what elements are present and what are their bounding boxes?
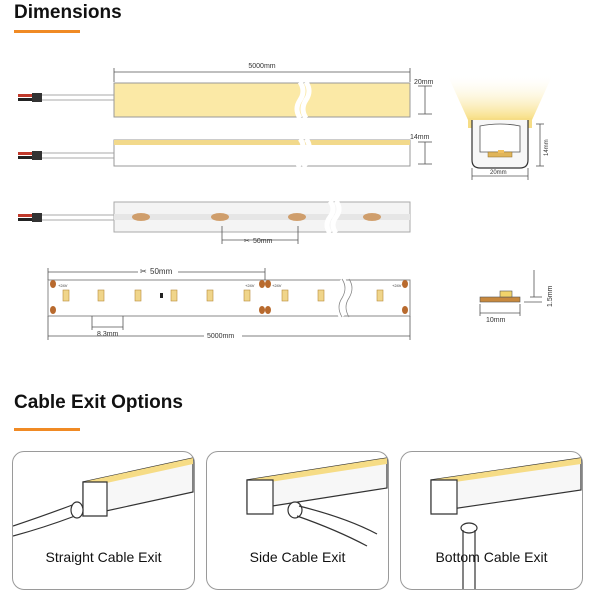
dim-length-5000mm: 5000mm [248,63,275,70]
cable-exit-title: Cable Exit Options [14,392,183,413]
strip-body-20mm [113,82,411,118]
strip-14mm-view: 14mm [18,134,432,169]
cable-exit-title-underline [14,428,80,431]
dim-height-20mm: 20mm [414,79,434,86]
pcb-voltage-label-4: +24V [392,283,402,288]
profile-cross-section: 20mm 14mm [448,76,552,180]
side-exit-illustration [246,457,388,547]
cable-option-bottom-label: Bottom Cable Exit [435,549,548,565]
cable-option-straight-label: Straight Cable Exit [45,549,162,565]
dim-pcb-pitch-50mm: 50mm [150,267,173,276]
dim-cut-icon-1: ✂ [244,238,250,245]
dim-profile-width-20mm: 20mm [490,170,507,176]
dim-profile-height-14mm: 14mm [544,139,550,156]
dim-pcb-width-10mm: 10mm [486,317,506,324]
pcb-view: +24V +24V +24V +24V ✂ 50mm 8.3mm 5000mm [47,266,411,340]
pcb-cross-section: 1.5mm 10mm [479,270,554,324]
dimensions-diagram: 5000mm 20mm 14mm [18,63,554,340]
cable-wire-red [18,94,32,97]
dim-pcb-length-5000mm: 5000mm [207,333,234,340]
dim-pitch-50mm: 50mm [253,238,273,245]
dim-height-14mm: 14mm [410,134,430,141]
cable-option-side-card[interactable]: Side Cable Exit [206,451,389,590]
cable-wire-black [18,98,32,101]
cable-option-side-label: Side Cable Exit [249,549,346,565]
pcb-voltage-label-2: +24V [245,283,255,288]
dimensions-title: Dimensions [14,2,122,23]
strip-pitch-view: ✂ 50mm [18,199,411,245]
cable-option-straight-card[interactable]: Straight Cable Exit [12,451,195,590]
strip-20mm-view: 5000mm 20mm [18,63,434,120]
dim-cut-icon-2: ✂ [140,267,147,276]
dim-pcb-thickness-1-5mm: 1.5mm [547,285,554,307]
pcb-voltage-label-1: +24V [58,283,68,288]
dimensions-title-underline [14,30,80,33]
pcb-voltage-label-3: +24V [272,283,282,288]
cable-option-bottom-card[interactable]: Bottom Cable Exit [400,451,583,590]
dim-segment-8-3mm: 8.3mm [97,331,119,338]
bottom-exit-illustration [430,457,582,589]
straight-exit-illustration [13,457,194,537]
pcb-board [47,279,411,317]
